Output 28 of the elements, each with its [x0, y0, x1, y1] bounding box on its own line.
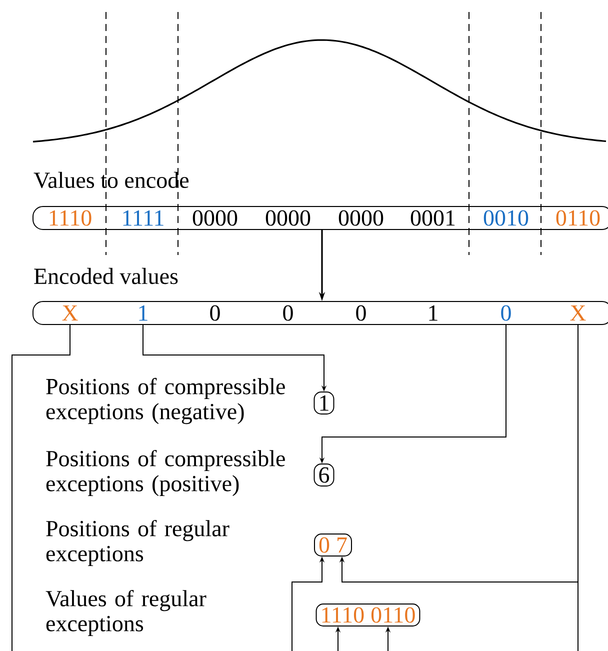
value-bar: [32, 206, 608, 230]
encoded-symbol: 0: [283, 305, 293, 321]
bar-heading: Encoded values: [34, 268, 178, 284]
bit-pattern: 0000: [266, 210, 310, 226]
bit-pattern: 1111: [123, 210, 164, 226]
value-box: 1110 0110: [316, 604, 420, 626]
bit-pattern: 0001: [410, 210, 455, 226]
bar-heading: Values to encode: [34, 172, 189, 188]
value-box: 1: [314, 392, 334, 414]
bit-pattern: 0000: [192, 210, 238, 226]
bit-pattern: 0010: [484, 210, 528, 226]
encoded-symbol: 0: [501, 305, 511, 321]
box-caption: Positions of compressible exceptions (positive): [46, 450, 285, 496]
bit-pattern: 1110: [50, 210, 92, 226]
value-box: 6: [314, 464, 334, 486]
value-box: 0 7: [314, 534, 352, 556]
encoded-symbol: X: [62, 305, 78, 321]
bit-pattern: 0000: [338, 210, 384, 226]
box-caption: Values of regular exceptions: [46, 590, 206, 636]
value-bar: [32, 301, 608, 325]
box-caption: Positions of compressible exceptions (negative): [46, 378, 285, 424]
box-caption: Positions of regular exceptions: [46, 520, 230, 566]
bit-pattern: 0110: [556, 210, 600, 226]
encoded-symbol: 1: [429, 305, 438, 321]
encoded-symbol: 1: [139, 305, 148, 321]
encoded-symbol: X: [570, 305, 586, 321]
encoded-symbol: 0: [356, 305, 366, 321]
encoded-symbol: 0: [210, 305, 220, 321]
